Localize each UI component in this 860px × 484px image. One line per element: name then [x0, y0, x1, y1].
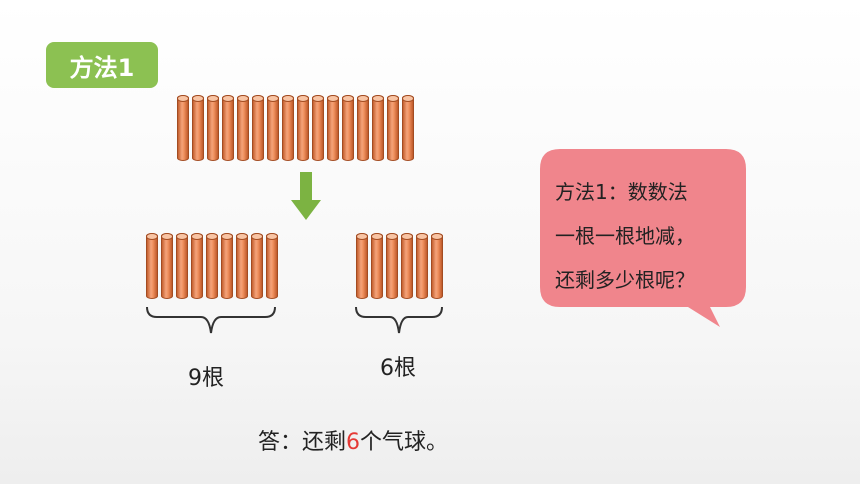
bubble-line-1: 方法1：数数法: [555, 180, 688, 204]
stick: [342, 95, 354, 161]
label-nine: 9根: [188, 366, 224, 391]
answer-number: 6: [346, 430, 361, 455]
stick: [252, 95, 264, 161]
stick: [207, 95, 219, 161]
stick: [176, 233, 188, 299]
stick: [161, 233, 173, 299]
answer-text: 答：还剩6个气球。: [258, 424, 448, 456]
stick: [222, 95, 234, 161]
bubble-line-2: 一根一根地减，: [555, 224, 695, 248]
answer-prefix: 答：还剩: [258, 430, 347, 455]
stick: [401, 233, 413, 299]
sticks-group-total: [177, 95, 414, 161]
stick: [371, 233, 383, 299]
stick: [206, 233, 218, 299]
stick: [177, 95, 189, 161]
stick: [221, 233, 233, 299]
stick: [146, 233, 158, 299]
method-tag: 方法1: [46, 42, 158, 88]
speech-bubble: [540, 149, 746, 327]
stick: [266, 233, 278, 299]
stick: [297, 95, 309, 161]
brace-right: [355, 306, 443, 334]
down-arrow-icon: [291, 172, 321, 220]
stick: [192, 95, 204, 161]
brace-left: [146, 306, 276, 334]
bubble-text: 方法1：数数法 一根一根地减， 还剩多少根呢？: [555, 170, 735, 302]
stick: [236, 233, 248, 299]
sticks-group-nine: [146, 233, 278, 299]
stick: [191, 233, 203, 299]
stick: [327, 95, 339, 161]
stick: [312, 95, 324, 161]
stick: [282, 95, 294, 161]
answer-suffix: 个气球。: [360, 430, 449, 455]
stick: [416, 233, 428, 299]
stick: [356, 233, 368, 299]
bubble-line-3: 还剩多少根呢？: [555, 268, 695, 292]
stick: [387, 95, 399, 161]
stick: [372, 95, 384, 161]
sticks-group-six: [356, 233, 443, 299]
stick: [357, 95, 369, 161]
stick: [251, 233, 263, 299]
label-six: 6根: [380, 356, 416, 381]
stick: [237, 95, 249, 161]
stick: [402, 95, 414, 161]
stick: [386, 233, 398, 299]
stick: [431, 233, 443, 299]
stick: [267, 95, 279, 161]
